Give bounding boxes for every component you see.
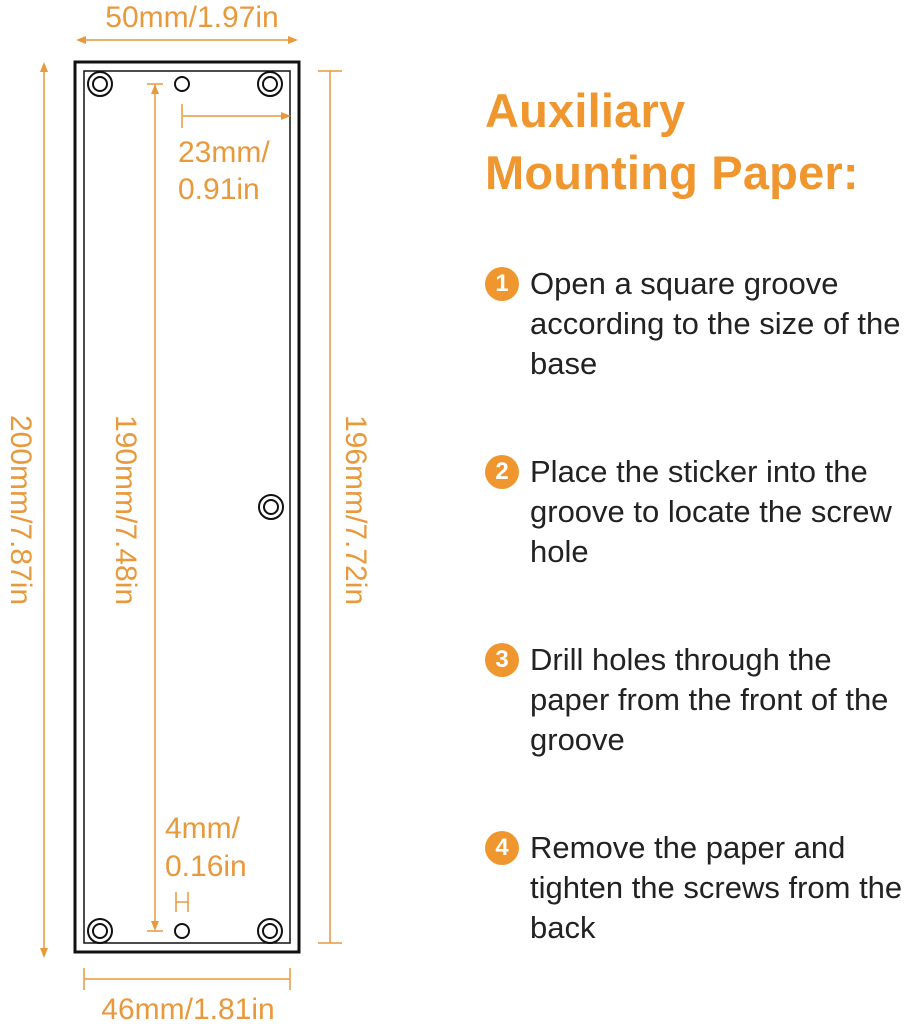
step-number-badge: 2 xyxy=(485,455,519,489)
step-text: Remove the paper and tighten the screws … xyxy=(530,830,903,945)
title-line-1: Auxiliary xyxy=(485,84,686,137)
plate-outer-border xyxy=(73,60,301,954)
title-line-2: Mounting Paper: xyxy=(485,146,859,199)
dim-total-height-label: 200mm/7.87in xyxy=(4,415,37,605)
step-item-3: 3 Drill holes through the paper from the… xyxy=(485,640,905,760)
screw-hole-bottom-left xyxy=(87,918,113,944)
step-text: Place the sticker into the groove to loc… xyxy=(530,454,892,569)
steps-list: 1 Open a square groove according to the … xyxy=(485,264,905,948)
dim-line-top-width xyxy=(76,36,298,44)
step-text: Open a square groove according to the si… xyxy=(530,266,901,381)
screw-hole-middle-right xyxy=(258,494,284,520)
dim-line-inner-height xyxy=(147,83,163,932)
small-hole-bottom xyxy=(174,923,190,939)
dim-hole-offset-label-2: 0.91in xyxy=(178,173,260,206)
step-number-badge: 3 xyxy=(485,643,519,677)
dim-line-total-height xyxy=(40,62,48,958)
dim-inner-height-label: 190mm/7.48in xyxy=(109,415,142,605)
dim-hole-offset-label-1: 23mm/ xyxy=(178,136,270,169)
dim-small-gap-label-2: 0.16in xyxy=(165,850,247,883)
screw-hole-bottom-right xyxy=(257,918,283,944)
step-text: Drill holes through the paper from the f… xyxy=(530,642,889,757)
dim-bottom-width-label: 46mm/1.81in xyxy=(101,993,274,1024)
step-number-badge: 1 xyxy=(485,267,519,301)
dim-top-width-label: 50mm/1.97in xyxy=(105,1,278,34)
dim-line-outer-height xyxy=(318,70,342,944)
step-item-1: 1 Open a square groove according to the … xyxy=(485,264,905,384)
screw-hole-top-right xyxy=(257,71,283,97)
instructions-panel: Auxiliary Mounting Paper: 1 Open a squar… xyxy=(485,80,905,1016)
instructions-title: Auxiliary Mounting Paper: xyxy=(485,80,905,204)
step-number-badge: 4 xyxy=(485,831,519,865)
step-item-2: 2 Place the sticker into the groove to l… xyxy=(485,452,905,572)
dim-line-bottom-width xyxy=(83,968,291,990)
plate-inner-border xyxy=(83,70,291,944)
small-hole-top xyxy=(174,76,190,92)
dim-line-small-gap xyxy=(175,892,189,912)
dim-outer-height-label: 196mm/7.72in xyxy=(339,415,372,605)
screw-hole-top-left xyxy=(87,71,113,97)
step-item-4: 4 Remove the paper and tighten the screw… xyxy=(485,828,905,948)
dim-line-hole-offset xyxy=(181,104,291,128)
mounting-diagram: 50mm/1.97in 200mm/7.87in 190mm/7.48in 19… xyxy=(4,1,372,1024)
dim-small-gap-label-1: 4mm/ xyxy=(165,812,241,845)
